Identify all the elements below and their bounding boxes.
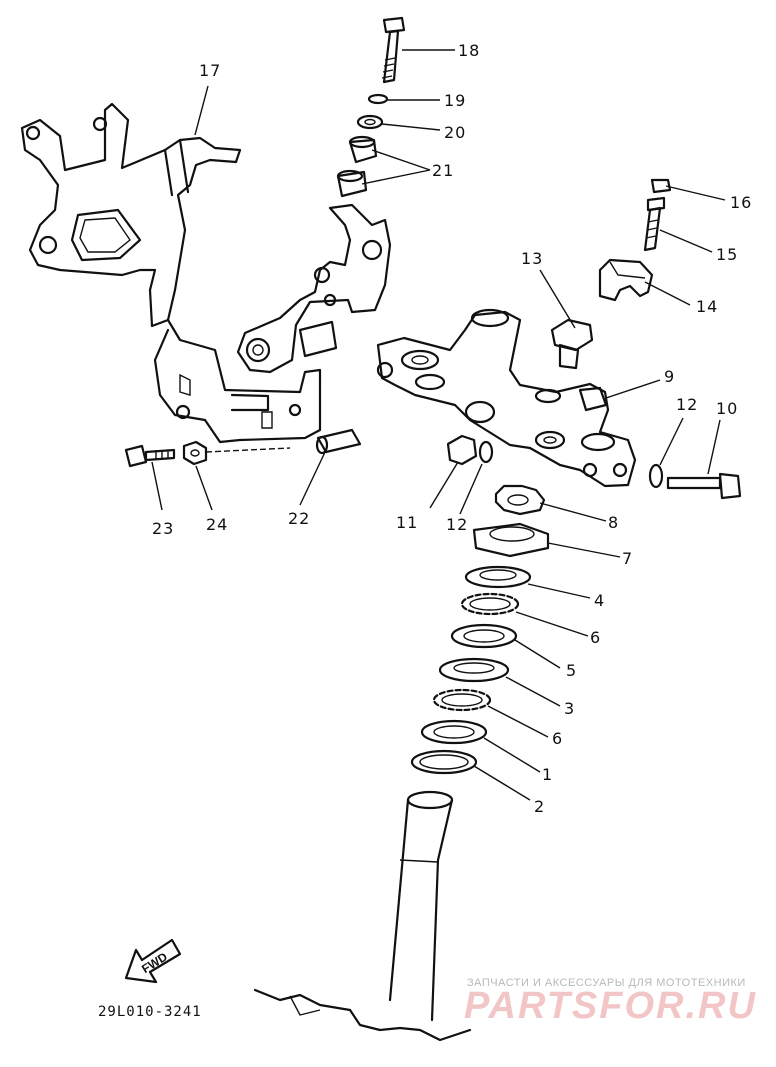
bolt-16 [650,178,672,194]
handlebar-holder-14 [598,258,654,302]
callout-15: 15 [716,245,738,264]
callout-12-nut: 12 [446,515,468,534]
callout-labels-extra: 12 12 6 22 [288,395,698,748]
callout-21: 21 [432,161,454,180]
callout-14: 14 [696,297,718,316]
callout-3: 3 [564,699,575,718]
callout-8: 8 [608,513,619,532]
bolt-18 [381,16,406,84]
handle-bracket [236,203,392,374]
race-3 [438,657,510,683]
watermark: ЗАПЧАСТИ И АКСЕССУАРЫ ДЛЯ МОТОТЕХНИКИ PA… [464,977,757,1027]
callout-18: 18 [458,41,480,60]
washer-12-right [648,463,664,489]
callout-7: 7 [622,549,633,568]
callout-5: 5 [566,661,577,680]
callout-6-upper: 6 [590,628,601,647]
callout-labels: 18 19 20 21 17 16 15 14 13 9 12 22 12 12… [152,41,752,816]
callout-22-label: 22 [288,509,310,528]
bolt-23 [124,444,176,468]
fwd-arrow: FWD [124,938,182,984]
callout-10: 10 [716,399,738,418]
callout-2: 2 [534,797,545,816]
callout-24: 24 [206,515,228,534]
watermark-caption: ЗАПЧАСТИ И АКСЕССУАРЫ ДЛЯ МОТОТЕХНИКИ [467,977,746,989]
watermark-brand: PARTSFOR.RU [464,985,757,1027]
washer-12-left [478,440,494,464]
race-4 [464,565,532,589]
damper-21-lower [336,169,368,198]
washer-19 [367,93,389,105]
damper-21-upper [348,135,378,164]
seal-2 [410,749,478,775]
race-5 [450,623,518,649]
cover-7 [472,522,550,558]
balls-6-lower [432,688,492,712]
callout-19: 19 [444,91,466,110]
bolt-13 [550,318,594,370]
callout-23: 23 [152,519,174,538]
balls-6-upper [460,592,520,616]
headlight-bracket [20,102,322,444]
race-1 [420,719,488,745]
callout-16: 16 [730,193,752,212]
ring-nut-8 [494,484,546,516]
bolt-10 [666,472,742,500]
callout-6-bottom: 6 [552,729,563,748]
figure-code: 29L010-3241 [98,1004,202,1020]
leader-lines [151,49,726,801]
collar-22 [315,428,362,455]
callout-17: 17 [199,61,221,80]
callout-4: 4 [594,591,605,610]
washer-20 [356,114,384,130]
nut-24 [182,440,208,466]
callout-20: 20 [444,123,466,142]
assembly-line [205,447,291,453]
steering-stem [253,790,472,1042]
callout-9: 9 [664,367,675,386]
nut-11 [446,434,478,466]
callout-11: 11 [396,513,418,532]
upper-bracket-crown [376,308,637,488]
bolt-15 [643,196,666,252]
callout-1: 1 [542,765,553,784]
callout-12-bolt: 12 [676,395,698,414]
callout-13: 13 [521,249,543,268]
